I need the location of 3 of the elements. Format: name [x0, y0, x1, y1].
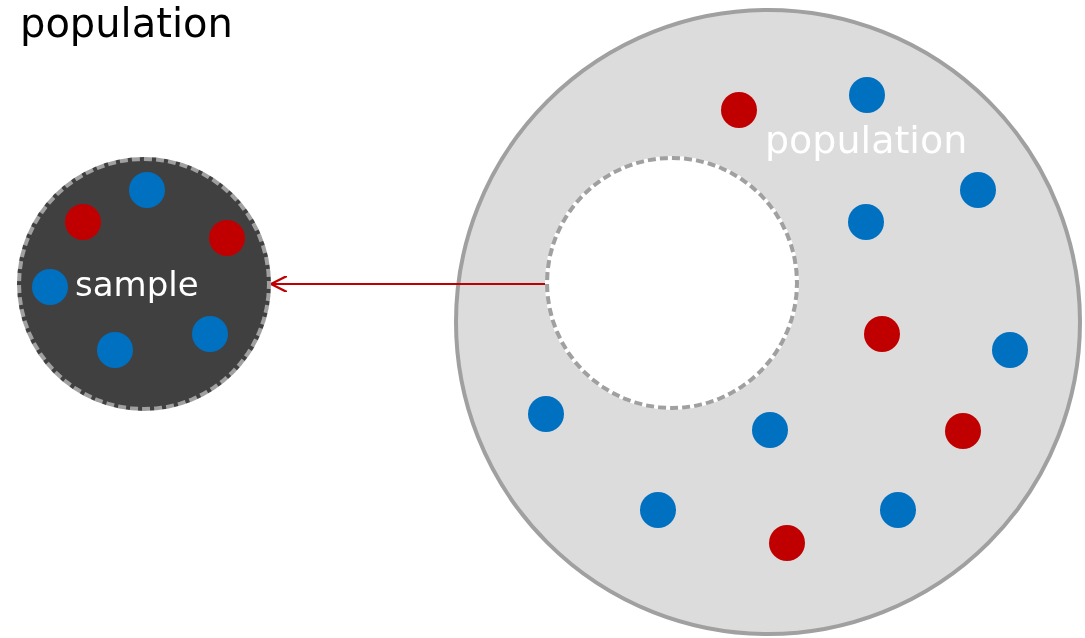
arrow [269, 274, 546, 294]
circle-label: sample [75, 264, 199, 304]
title: population [20, 0, 233, 46]
